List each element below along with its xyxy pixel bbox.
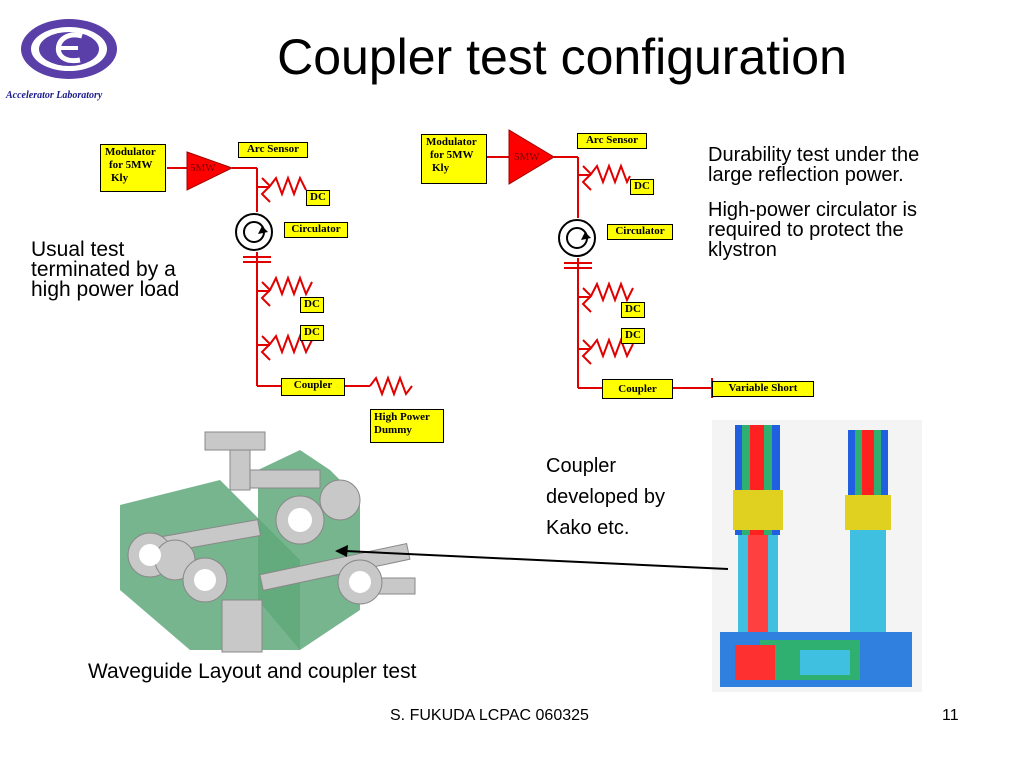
right-coupler: Coupler — [602, 379, 673, 399]
right-note1-line1: Durability test under the — [708, 144, 920, 166]
right-note1-line2: large reflection power. — [708, 164, 904, 186]
left-coupler: Coupler — [281, 378, 345, 396]
left-modulator-line3: Kly — [111, 172, 129, 184]
waveguide-caption: Waveguide Layout and coupler test — [88, 660, 417, 683]
right-note2-line3: klystron — [708, 239, 777, 261]
left-note-line2: terminated by a — [31, 258, 176, 281]
right-arc-sensor: Arc Sensor — [577, 133, 647, 149]
right-variable-short: Variable Short — [712, 381, 814, 397]
left-load-line2: Dummy — [374, 424, 412, 436]
right-modulator-line3: Kly — [432, 162, 450, 174]
left-dc-1: DC — [306, 190, 330, 206]
left-circulator-icon — [235, 213, 273, 251]
right-modulator-line1: Modulator — [426, 136, 477, 148]
right-note2-line2: required to protect the — [708, 219, 904, 241]
left-note-line3: high power load — [31, 278, 180, 301]
waveguide-layout-image — [120, 431, 416, 653]
left-note: Usual test terminated by a high power lo… — [31, 238, 180, 301]
logo-text: Accelerator Laboratory — [6, 90, 103, 101]
footer-author: S. FUKUDA LCPAC 060325 — [390, 707, 589, 724]
logo — [14, 14, 124, 89]
left-modulator-line1: Modulator — [105, 146, 156, 158]
left-load-line1: High Power — [374, 411, 430, 423]
right-dc-1: DC — [630, 179, 654, 195]
left-diagram-lines — [167, 167, 413, 397]
pointer-arrow — [335, 545, 729, 570]
lab-logo-icon — [21, 19, 117, 79]
coupler-note-line1: Coupler — [546, 455, 617, 477]
left-dc-2: DC — [300, 297, 324, 313]
left-modulator-line2: for 5MW — [109, 159, 153, 171]
left-high-power-dummy: High Power Dummy — [370, 409, 444, 443]
left-klystron-label: 5MW — [190, 162, 216, 174]
right-circulator: Circulator — [607, 224, 673, 240]
right-modulator-box: Modulator for 5MW Kly — [421, 134, 487, 184]
right-dc-2: DC — [621, 302, 645, 318]
page-number: 11 — [942, 707, 959, 724]
left-arc-sensor: Arc Sensor — [238, 142, 308, 158]
left-note-line1: Usual test — [31, 238, 125, 261]
right-note-1: Durability test under the large reflecti… — [708, 145, 919, 185]
right-circulator-icon — [558, 219, 596, 257]
right-modulator-line2: for 5MW — [430, 149, 474, 161]
left-klystron-icon — [186, 151, 234, 191]
right-note2-line1: High-power circulator is — [708, 199, 917, 221]
left-dc-3: DC — [300, 325, 324, 341]
coupler-note: Coupler developed by Kako etc. — [546, 451, 665, 544]
coupler-note-line2: developed by — [546, 486, 665, 508]
left-modulator-box: Modulator for 5MW Kly — [100, 144, 166, 192]
right-note-2: High-power circulator is required to pro… — [708, 200, 917, 260]
coupler-simulation-image — [712, 420, 922, 692]
left-circulator: Circulator — [284, 222, 348, 238]
right-klystron-label: 5MW — [514, 151, 540, 163]
right-klystron-icon — [508, 129, 555, 185]
right-dc-3: DC — [621, 328, 645, 344]
slide-title: Coupler test configuration — [277, 29, 847, 85]
right-diagram-lines — [487, 156, 713, 398]
coupler-note-line3: Kako etc. — [546, 517, 630, 539]
